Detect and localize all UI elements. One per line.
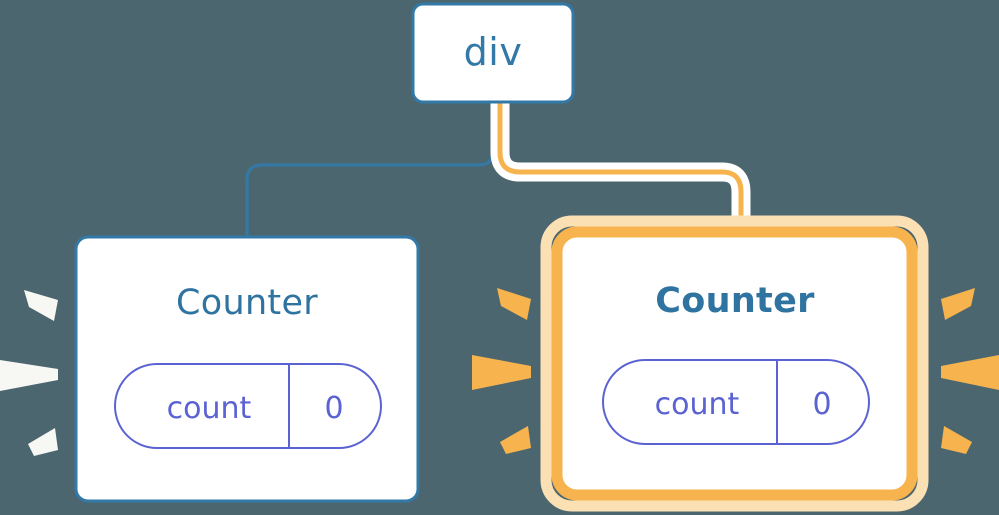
node-counter-left-label: Counter [176,283,318,323]
state-key-label: count [166,391,252,426]
state-value-label: 0 [324,391,344,426]
sparkle-group-middle [472,288,531,454]
state-pill-right [602,359,870,445]
sparkle-icon [0,360,58,391]
edge-div-to-counter-right [497,97,744,235]
state-key-label: count [654,387,740,422]
node-counter-right[interactable] [540,215,929,512]
node-counter-left[interactable] [74,235,420,503]
sparkle-icon [497,288,531,320]
node-counter-left-box [74,235,420,503]
state-pill-outline [602,359,870,445]
state-value-label: 0 [812,387,832,422]
sparkle-icon [941,426,972,454]
sparkle-icon [500,426,531,454]
sparkle-icon [28,428,58,456]
highlight-glow-ring [540,215,929,512]
node-div-box [411,2,575,104]
state-pill-left [114,363,382,449]
node-div-label: div [463,30,523,74]
node-div[interactable] [411,2,575,104]
sparkle-icon [941,288,975,320]
sparkle-group-left [0,290,58,456]
node-counter-right-box [566,241,903,486]
sparkle-icon [24,290,58,321]
sparkle-icon [472,355,531,390]
sparkle-group-right [941,288,999,454]
sparkle-icon [941,355,999,390]
state-pill-outline [114,363,382,449]
node-counter-right-label: Counter [655,281,815,321]
